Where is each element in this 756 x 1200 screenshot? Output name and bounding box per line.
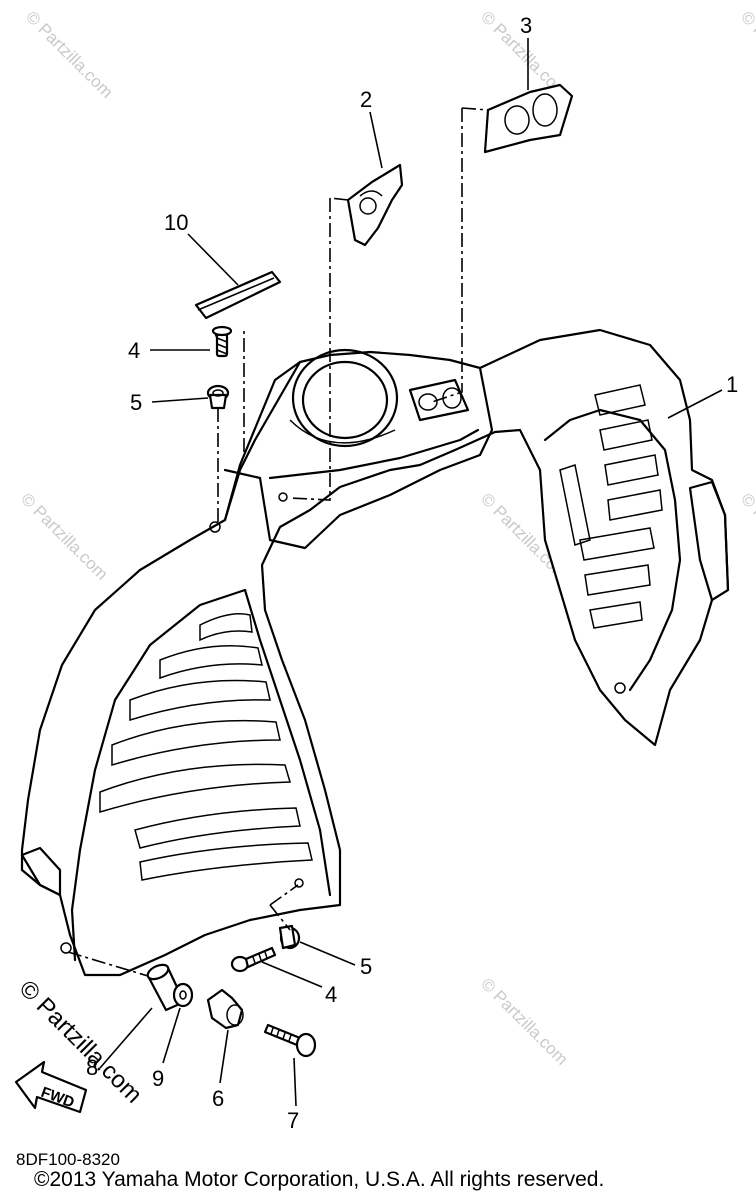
callout-7: 7 bbox=[287, 1108, 299, 1133]
callout-4-bottom: 4 bbox=[325, 982, 337, 1007]
callout-2: 2 bbox=[360, 87, 372, 112]
callouts: 3 2 10 4 5 1 5 4 7 6 9 8 bbox=[86, 13, 738, 1133]
fwd-arrow-icon: FWD bbox=[14, 1060, 88, 1114]
callout-4-top: 4 bbox=[128, 338, 140, 363]
part-7-bolt bbox=[263, 1023, 317, 1058]
part-2-bracket bbox=[346, 163, 404, 247]
part-4-screw-bottom bbox=[230, 946, 277, 973]
callout-6: 6 bbox=[212, 1086, 224, 1111]
louvers-left bbox=[99, 613, 313, 881]
watermark: © Partzilla.com bbox=[737, 7, 756, 101]
louvers-right bbox=[559, 384, 663, 629]
part-6-grommet bbox=[206, 988, 244, 1030]
assembly-lines bbox=[67, 107, 489, 977]
diagram-part-code: 8DF100-8320 bbox=[16, 1150, 120, 1169]
watermark: © Partzilla.com bbox=[477, 974, 571, 1068]
watermark: © Partzilla.com bbox=[17, 489, 111, 583]
callout-10: 10 bbox=[164, 210, 188, 235]
watermark: © Partzilla.com bbox=[22, 7, 116, 101]
callout-8: 8 bbox=[86, 1055, 98, 1080]
callout-5-top: 5 bbox=[130, 390, 142, 415]
part-5-grommet-bottom bbox=[278, 924, 301, 950]
part-4-screw-top bbox=[211, 325, 233, 358]
part-10-strip bbox=[194, 270, 282, 320]
callout-1: 1 bbox=[726, 372, 738, 397]
part-5-grommet-top bbox=[206, 384, 230, 410]
copyright-notice: ©2013 Yamaha Motor Corporation, U.S.A. A… bbox=[34, 1168, 605, 1191]
watermark: © Partzilla.com bbox=[737, 489, 756, 583]
part-1-cowling bbox=[20, 328, 730, 977]
leader-lines bbox=[99, 38, 723, 1107]
part-9-washer bbox=[172, 982, 194, 1008]
part-3-plate bbox=[483, 83, 574, 154]
gauge-bezel bbox=[289, 348, 399, 448]
callout-5-bottom: 5 bbox=[360, 954, 372, 979]
callout-3: 3 bbox=[520, 13, 532, 38]
callout-9: 9 bbox=[152, 1066, 164, 1091]
